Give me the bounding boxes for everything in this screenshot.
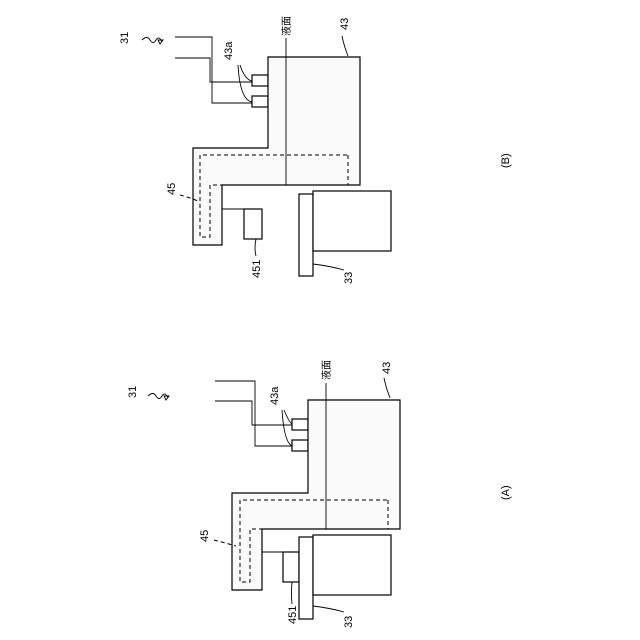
- label-stage-b: 33: [343, 272, 355, 284]
- label-liquid-a: 液面: [320, 360, 333, 380]
- label-ports-a: 43a: [269, 386, 281, 405]
- label-tank-b: 43: [339, 18, 351, 30]
- sensor-a: [283, 552, 299, 582]
- leader-sensor-a: [292, 582, 293, 604]
- port-1-a: [292, 419, 308, 430]
- label-liquid-b: 液面: [280, 16, 293, 36]
- port-2-a: [292, 440, 308, 451]
- sensor-b: [244, 209, 262, 239]
- label-sensor-b: 451: [251, 260, 263, 278]
- leader-tank-b: [342, 36, 348, 56]
- label-ports-b: 43a: [223, 41, 235, 60]
- pipe-upper-b: [175, 37, 252, 103]
- stage-plate-a: [299, 537, 313, 619]
- leader-tank-a: [384, 378, 390, 398]
- label-channel-a: 45: [199, 530, 211, 542]
- leader-stage-b: [313, 264, 344, 270]
- label-channel-b: 45: [166, 183, 178, 195]
- leader-ports-1-b: [240, 65, 252, 81]
- port-1-b: [252, 75, 268, 86]
- label-sensor-a: 451: [287, 606, 299, 624]
- caption-b: (B): [500, 153, 512, 168]
- panel-b: 31 43a 液面 43 45 451 33: [119, 16, 512, 284]
- label-device-a: 31: [127, 386, 139, 398]
- squiggle-arrow-a: [164, 396, 169, 400]
- leader-sensor-b: [255, 239, 256, 256]
- port-2-b: [252, 96, 268, 107]
- leader-ports-2-a: [282, 410, 292, 446]
- panel-a: 31 43a 液面 43 45 451 33: [127, 360, 512, 628]
- pipe-lower-b: [175, 58, 252, 82]
- stage-block-a: [313, 535, 391, 595]
- leader-stage-a: [313, 606, 344, 612]
- leader-ports-2-b: [238, 65, 252, 102]
- stage-plate-b: [299, 194, 313, 276]
- leader-ports-1-a: [284, 410, 292, 424]
- label-tank-a: 43: [381, 362, 393, 374]
- label-device-b: 31: [119, 32, 131, 44]
- caption-a: (A): [500, 485, 512, 500]
- label-stage-a: 33: [343, 616, 355, 628]
- stage-block-b: [313, 191, 391, 251]
- squiggle-arrow-b: [158, 40, 163, 44]
